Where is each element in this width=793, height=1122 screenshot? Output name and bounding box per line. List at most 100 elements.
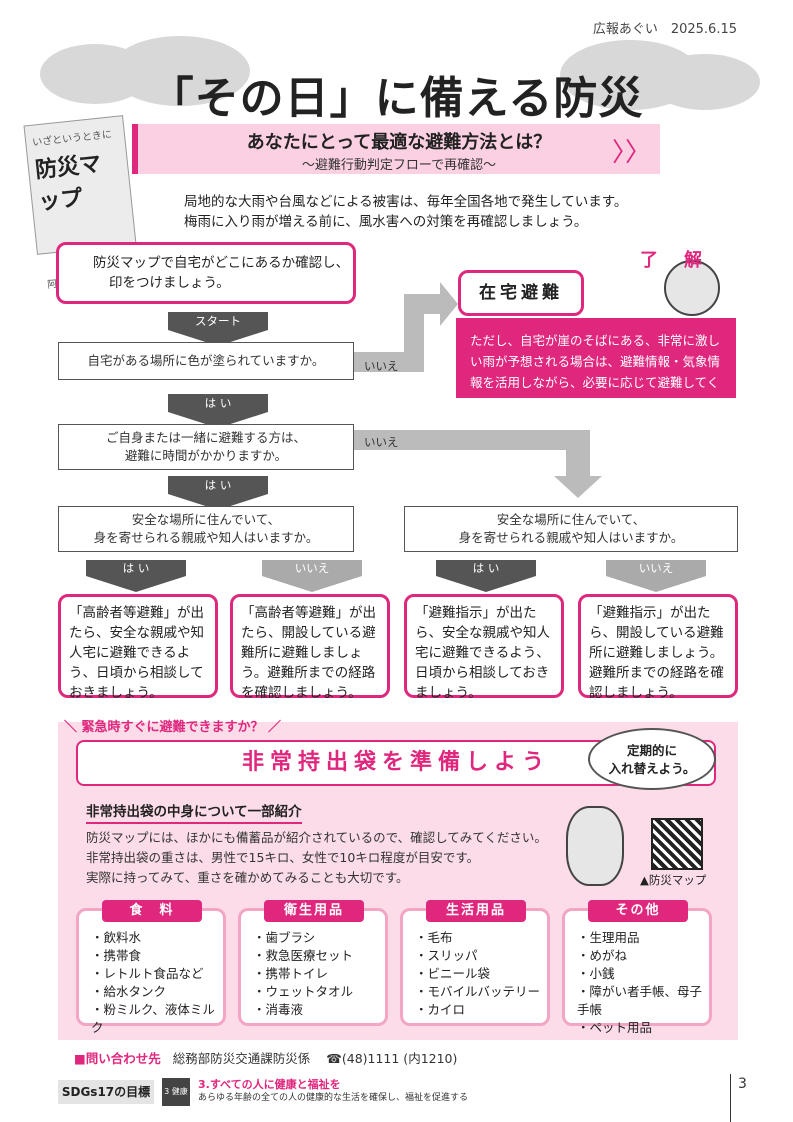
desc-line: 防災マップには、ほかにも備蓄品が紹介されているので、確認してみてください。: [86, 830, 547, 845]
category-card-food: ・飲料水 ・携帯食 ・レトルト食品など ・給水タンク ・粉ミルク、液体ミルク: [76, 908, 226, 1035]
category-item: ・小銭: [577, 966, 615, 981]
cloud-decoration: [650, 54, 760, 110]
no-label: いいえ: [606, 560, 706, 576]
start-label: スタート: [168, 312, 268, 330]
sdg-title: 3.すべての人に健康と福祉を: [198, 1078, 341, 1091]
category-item: ・歯ブラシ: [253, 930, 316, 945]
cloud-decoration: [110, 36, 250, 106]
result-card: 「避難指示」が出たら、安全な親戚や知人宅に避難できるよう、日頃から相談しておきま…: [404, 594, 564, 701]
subtitle-main: あなたにとって最適な避難方法とは？: [246, 132, 552, 153]
yes-label: は い: [168, 394, 268, 412]
category-item: ・モバイルバッテリー: [415, 984, 541, 999]
mascot-speech: 了解: [640, 250, 728, 271]
category-card-other: ・生理用品 ・めがね ・小銭 ・障がい者手帳、母子手帳 ・ペット用品: [562, 908, 712, 1035]
category-item: ・救急医療セット: [253, 948, 354, 963]
intro-line: 梅雨に入り雨が増える前に、風水害への対策を再確認しましょう。: [184, 214, 588, 230]
bubble-line: 入れ替えよう。: [608, 761, 696, 776]
category-item: ・スリッパ: [415, 948, 478, 963]
question-3-right: 安全な場所に住んでいて、 身を寄せられる親戚や知人はいますか。: [404, 506, 738, 552]
home-title-text: 在宅避難: [479, 283, 563, 303]
contact-tel: ☎(48)1111 (内1210): [326, 1051, 458, 1066]
desc-line: 実際に持ってみて、重さを確かめてみることも大切です。: [86, 870, 409, 885]
down-arrow-icon: [262, 576, 362, 592]
question-2: ご自身または一緒に避難する方は、 避難に時間がかかりますか。: [58, 424, 354, 470]
arrow-to-right-branch: [354, 430, 590, 450]
category-label: 生活用品: [426, 900, 526, 922]
arrow-to-home: [404, 294, 444, 314]
category-item: ・カイロ: [415, 1002, 466, 1017]
bubble-line: 定期的に: [626, 743, 677, 758]
section-heading: 非常持出袋の中身について一部紹介: [86, 800, 302, 824]
arrow-to-home: [404, 296, 424, 372]
question-3-line: 身を寄せられる親戚や知人はいますか。: [93, 530, 319, 545]
sdg-description: あらゆる年齢の全ての人の健康的な生活を確保し、福祉を促進する: [198, 1093, 469, 1103]
contact-info: ■問い合わせ先 総務部防災交通課防災係 ☎(48)1111 (内1210): [74, 1048, 457, 1067]
category-label: 食 料: [102, 900, 202, 922]
book-title: 防災マップ: [33, 151, 103, 216]
home-evacuation-body: ただし、自宅が崖のそばにある、非常に激しい雨が予想される場合は、避難情報・気象情…: [456, 318, 736, 411]
issue-meta: 広報あぐい 2025.6.15: [592, 22, 737, 37]
yes-label: は い: [436, 560, 536, 576]
question-3-line: 身を寄せられる親戚や知人はいますか。: [458, 530, 684, 545]
qr-label: ▲防災マップ: [640, 873, 707, 887]
arrow-to-right-branch: [566, 430, 590, 476]
category-card-daily: ・毛布 ・スリッパ ・ビニール袋 ・モバイルバッテリー ・カイロ: [400, 908, 550, 1026]
right-arrow-icon: [440, 282, 458, 326]
arrow-to-home: [354, 352, 420, 372]
sdg-3-icon: 3 健康: [162, 1078, 190, 1106]
category-label: その他: [588, 900, 688, 922]
category-item: ・ビニール袋: [415, 966, 491, 981]
desc-line: 非常持出袋の重さは、男性で15キロ、女性で10キロ程度が目安です。: [86, 850, 480, 865]
sdgs-tag: SDGs17の目標: [58, 1080, 154, 1104]
question-2-line: 避難に時間がかかりますか。: [124, 448, 288, 463]
flow-first-line: 印をつけましょう。: [109, 275, 230, 291]
no-label: いいえ: [364, 359, 399, 373]
no-label: いいえ: [364, 435, 399, 449]
result-card: 「高齢者等避難」が出たら、安全な親戚や知人宅に避難できるよう、日頃から相談してお…: [58, 594, 218, 701]
down-arrow-icon: [554, 476, 602, 498]
emergency-description: 防災マップには、ほかにも備蓄品が紹介されているので、確認してみてください。 非常…: [86, 828, 547, 888]
emergency-tag: ＼ 緊急時すぐに避難できますか？ ／: [64, 720, 282, 735]
question-3-line: 安全な場所に住んでいて、: [496, 512, 646, 527]
bousai-map-cover-image: いざというときに 防災マップ 阿久比町: [23, 115, 137, 291]
page-title: 「その日」に備える防災: [149, 73, 644, 124]
down-arrow-icon: [606, 576, 706, 592]
category-item: ・ウェットタオル: [253, 984, 354, 999]
category-item: ・粉ミルク、液体ミルク: [91, 1002, 215, 1035]
mascot-image: [566, 806, 624, 886]
category-item: ・障がい者手帳、母子手帳: [577, 984, 703, 1017]
speech-bubble: 定期的に 入れ替えよう。: [588, 728, 716, 790]
yes-label: は い: [168, 476, 268, 494]
question-3-line: 安全な場所に住んでいて、: [131, 512, 281, 527]
contact-dept: 総務部防災交通課防災係: [172, 1051, 311, 1066]
subtitle-sub: ～避難行動判定フローで再確認～: [301, 158, 497, 173]
contact-label: ■問い合わせ先: [74, 1051, 161, 1066]
flow-first-line: 防災マップで自宅がどこにあるか確認し、: [93, 255, 350, 271]
category-label: 衛生用品: [264, 900, 364, 922]
qr-code-image[interactable]: [651, 818, 703, 870]
question-2-line: ご自身または一緒に避難する方は、: [105, 430, 306, 445]
down-arrow-icon: [436, 576, 536, 592]
result-card: 「高齢者等避難」が出たら、開設している避難所に避難しましょう。避難所までの経路を…: [230, 594, 390, 701]
page-number: 3: [738, 1076, 747, 1092]
chevron-icon: 〉〉: [611, 138, 651, 168]
flow-first-step: 防災マップで自宅がどこにあるか確認し、 印をつけましょう。: [56, 242, 356, 304]
category-item: ・レトルト食品など: [91, 966, 204, 981]
subtitle-banner: あなたにとって最適な避難方法とは？ ～避難行動判定フローで再確認～: [132, 124, 660, 174]
result-card: 「避難指示」が出たら、開設している避難所に避難しましょう。避難所までの経路を確認…: [578, 594, 738, 701]
no-label: いいえ: [262, 560, 362, 576]
question-1: 自宅がある場所に色が塗られていますか。: [58, 342, 354, 380]
intro-text: 局地的な大雨や台風などによる被害は、毎年全国各地で発生しています。 梅雨に入り雨…: [184, 192, 627, 232]
down-arrow-icon: [86, 576, 186, 592]
yes-label: は い: [86, 560, 186, 576]
category-item: ・毛布: [415, 930, 453, 945]
category-item: ・生理用品: [577, 930, 640, 945]
category-card-hygiene: ・歯ブラシ ・救急医療セット ・携帯トイレ ・ウェットタオル ・消毒液: [238, 908, 388, 1026]
category-item: ・消毒液: [253, 1002, 304, 1017]
category-item: ・ペット用品: [577, 1020, 653, 1035]
category-item: ・飲料水: [91, 930, 142, 945]
question-3-left: 安全な場所に住んでいて、 身を寄せられる親戚や知人はいますか。: [58, 506, 354, 552]
category-item: ・携帯トイレ: [253, 966, 329, 981]
category-item: ・めがね: [577, 948, 628, 963]
category-item: ・給水タンク: [91, 984, 167, 999]
